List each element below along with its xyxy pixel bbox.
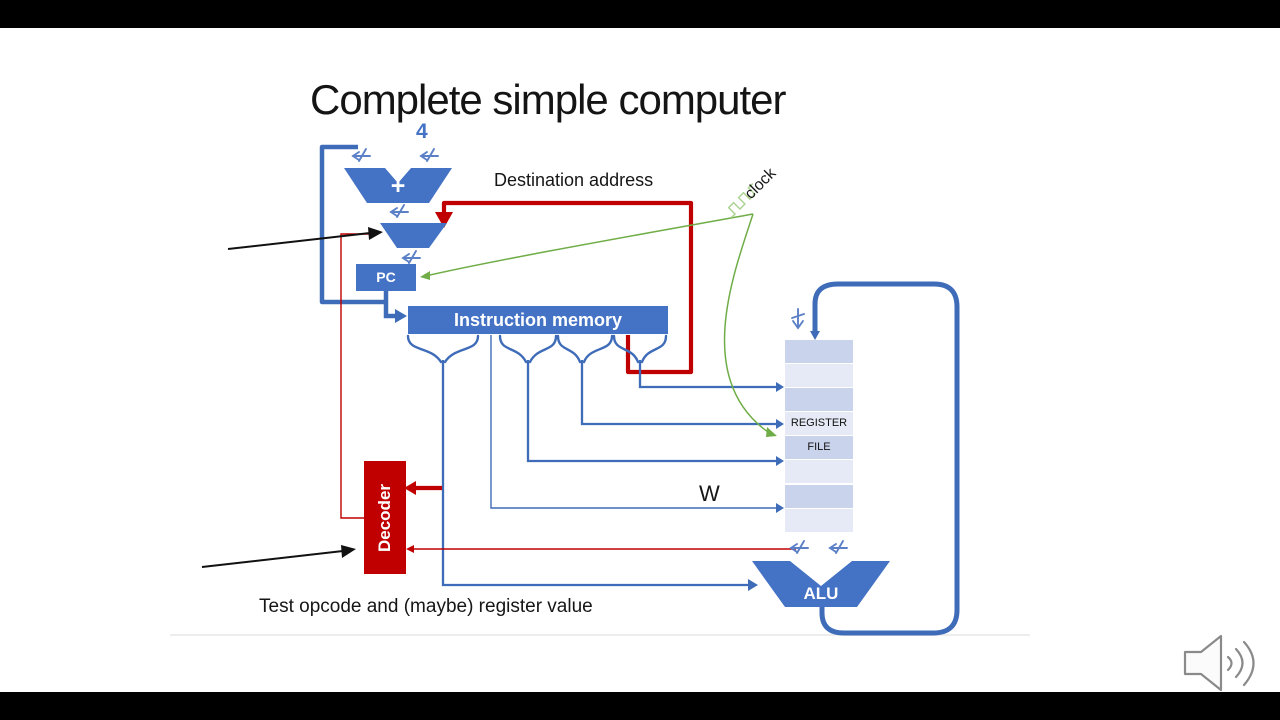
register-file-cell: REGISTER xyxy=(790,417,848,429)
wire-clock-to-pc xyxy=(420,213,754,280)
write-label: W xyxy=(699,481,720,506)
register-file-cell xyxy=(785,340,853,363)
slide-divider-line xyxy=(170,634,1030,636)
decoder-label: Decoder xyxy=(364,461,406,574)
wire-pc-feedback xyxy=(319,144,384,305)
decoder-label-text: Decoder xyxy=(375,483,394,552)
alu-shape xyxy=(752,561,890,607)
register-file-cell xyxy=(785,388,853,411)
bus-width-marker-icon xyxy=(402,250,421,264)
letterbox-bottom xyxy=(0,692,1280,720)
letterbox-top xyxy=(0,0,1280,28)
wire-pc-to-instruction-memory xyxy=(383,291,407,323)
caption-text: Test opcode and (maybe) register value xyxy=(259,596,593,617)
bus-width-marker-icon xyxy=(790,540,809,554)
pc-register-box xyxy=(356,264,416,291)
bus-width-marker-icon xyxy=(420,148,439,162)
wire-field-to-regfile-2 xyxy=(580,360,784,429)
wire-field-to-regfile-3 xyxy=(526,360,784,466)
destination-address-label: Destination address xyxy=(494,170,654,190)
decoder-box xyxy=(364,461,406,574)
annotation-arrow-mux xyxy=(227,227,383,250)
pc-mux-shape xyxy=(380,223,447,248)
wire-opcode-to-alu xyxy=(441,360,758,591)
wire-write-data xyxy=(490,335,784,513)
bus-width-marker-icon xyxy=(829,540,848,554)
clock-waveform-icon xyxy=(727,183,756,218)
wire-alu-writeback-loop xyxy=(810,281,960,636)
register-file-cell xyxy=(785,509,853,532)
instruction-memory-label: Instruction memory xyxy=(453,310,623,330)
slide-title: Complete simple computer xyxy=(310,76,787,123)
wire-destination-address xyxy=(435,200,694,375)
wire-field-to-regfile-1 xyxy=(638,360,784,392)
register-file-cell: FILE xyxy=(807,441,831,453)
register-file-cell xyxy=(785,485,853,508)
wire-opcode-to-decoder xyxy=(404,481,442,495)
speaker-icon[interactable] xyxy=(1183,634,1255,692)
adder-increment-label: 4 xyxy=(416,120,428,143)
register-file-cell xyxy=(785,364,853,387)
alu-label: ALU xyxy=(803,584,839,603)
bus-width-marker-icon xyxy=(390,204,409,218)
instruction-memory-output-funnels xyxy=(406,334,668,364)
annotation-arrow-decoder xyxy=(201,545,356,568)
adder-plus-label: + xyxy=(390,172,406,200)
register-file xyxy=(785,340,853,532)
register-file-cell xyxy=(785,460,853,483)
instruction-memory-box xyxy=(408,306,668,334)
wire-clock-to-regfile xyxy=(723,213,777,437)
adder-shape xyxy=(344,168,452,203)
wire-register-value-to-decoder xyxy=(406,545,796,553)
pc-label: PC xyxy=(376,269,396,285)
bus-width-marker-icon xyxy=(791,308,805,329)
bus-width-marker-icon xyxy=(352,148,371,162)
